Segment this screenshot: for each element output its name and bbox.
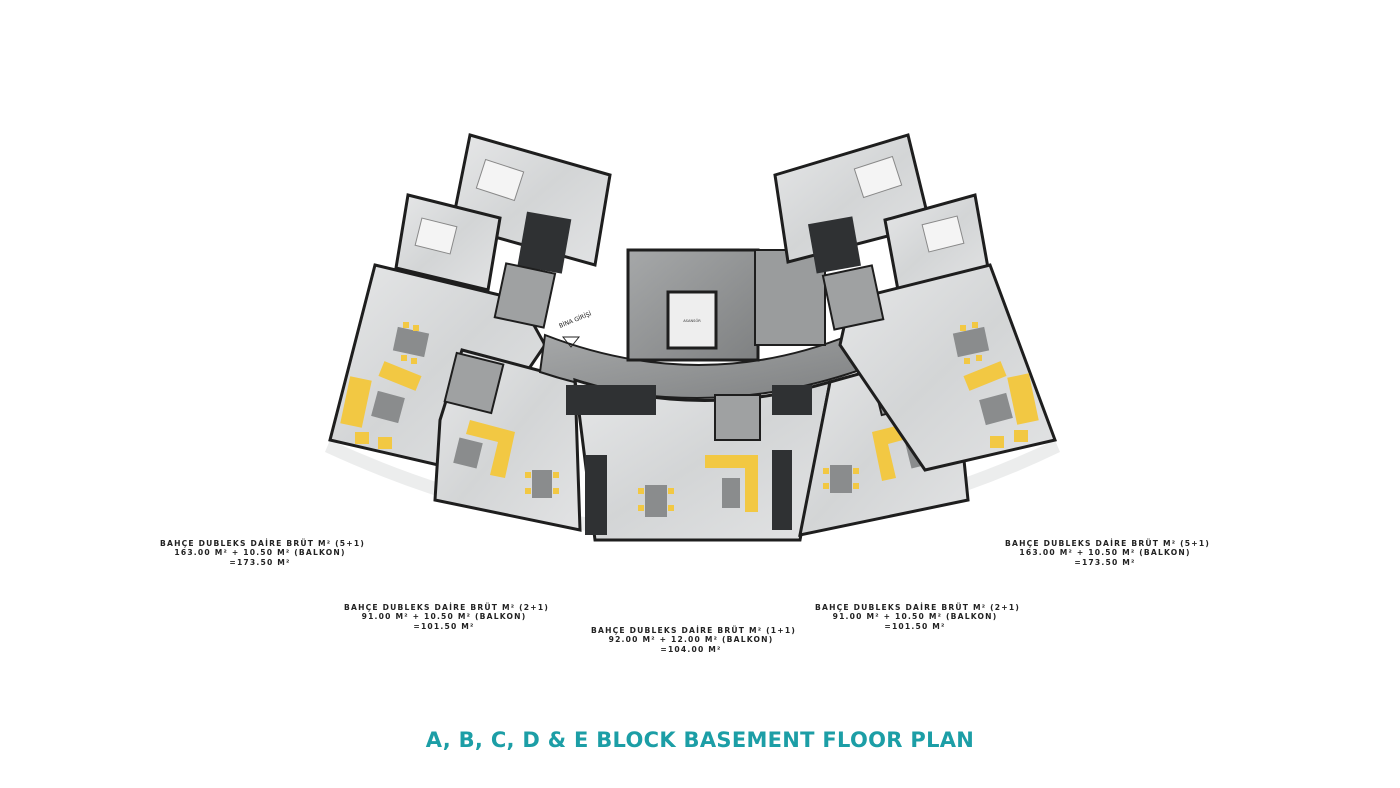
- sofa: [1007, 373, 1039, 425]
- coffee-table: [979, 392, 1013, 426]
- wet-area: [517, 211, 572, 274]
- sofa: [963, 361, 1007, 391]
- chair: [668, 505, 674, 511]
- chair: [553, 472, 559, 478]
- chair: [823, 483, 829, 489]
- dining-table: [830, 465, 852, 493]
- center-unit-1-1: [566, 377, 832, 542]
- chair: [964, 358, 970, 364]
- l-sofa: [705, 455, 758, 512]
- unit-area-label-left-2-1: BAHÇE DUBLEKS DAİRE BRÜT M² (2+1) 91.00 …: [344, 603, 550, 631]
- chair: [972, 322, 978, 328]
- stair: [493, 262, 557, 329]
- armchair: [1014, 430, 1028, 442]
- wet-area: [566, 385, 656, 415]
- chair: [823, 468, 829, 474]
- kitchen-counter: [585, 455, 607, 535]
- unit-area-label-center-1-1: BAHÇE DUBLEKS DAİRE BRÜT M² (1+1) 92.00 …: [591, 626, 797, 654]
- chair: [553, 488, 559, 494]
- stair: [714, 394, 761, 441]
- bed: [921, 215, 965, 253]
- dining-table: [532, 470, 552, 498]
- chair: [853, 468, 859, 474]
- inner-left-wing-2-1: [433, 348, 582, 532]
- chair: [853, 483, 859, 489]
- unit-area-label-right-2-1: BAHÇE DUBLEKS DAİRE BRÜT M² (2+1) 91.00 …: [815, 603, 1021, 631]
- chair: [960, 325, 966, 331]
- page-title: A, B, C, D & E BLOCK BASEMENT FLOOR PLAN: [425, 728, 975, 752]
- armchair: [990, 436, 1004, 448]
- central-core: ASANSÖR: [538, 248, 862, 399]
- sofa: [340, 376, 372, 428]
- technical-room: [754, 249, 826, 346]
- entry-arrow-icon: [561, 336, 581, 348]
- bed: [475, 158, 525, 202]
- l-sofa: [466, 420, 515, 478]
- coffee-table: [722, 478, 740, 508]
- armchair: [355, 432, 369, 444]
- stair: [443, 351, 505, 415]
- dining-table: [645, 485, 667, 517]
- elevator: [666, 290, 718, 350]
- left-wing-5-1: [328, 133, 612, 472]
- chair: [976, 355, 982, 361]
- right-wing-5-1: [773, 133, 1058, 472]
- unit-area-label-left-5-1: BAHÇE DUBLEKS DAİRE BRÜT M² (5+1) 163.00…: [160, 539, 366, 567]
- sofa: [378, 361, 422, 391]
- wet-area: [772, 385, 812, 415]
- chair: [525, 472, 531, 478]
- bed: [414, 217, 458, 255]
- chair: [638, 488, 644, 494]
- chair: [413, 325, 419, 331]
- building-entry-label: BİNA GİRİŞİ: [558, 310, 593, 329]
- chair: [525, 488, 531, 494]
- bed: [853, 155, 903, 199]
- unit-area-label-right-5-1: BAHÇE DUBLEKS DAİRE BRÜT M² (5+1) 163.00…: [1005, 539, 1211, 567]
- coffee-table: [371, 390, 405, 424]
- kitchen-counter: [772, 450, 792, 530]
- chair: [403, 322, 409, 328]
- stair: [821, 264, 885, 331]
- coffee-table: [453, 437, 483, 469]
- chair: [401, 355, 407, 361]
- chair: [411, 358, 417, 364]
- chair: [638, 505, 644, 511]
- wet-area: [807, 216, 861, 274]
- armchair: [378, 437, 392, 449]
- chair: [668, 488, 674, 494]
- dining-table: [952, 326, 990, 358]
- elevator-label: ASANSÖR: [683, 318, 701, 323]
- dining-table: [392, 326, 430, 358]
